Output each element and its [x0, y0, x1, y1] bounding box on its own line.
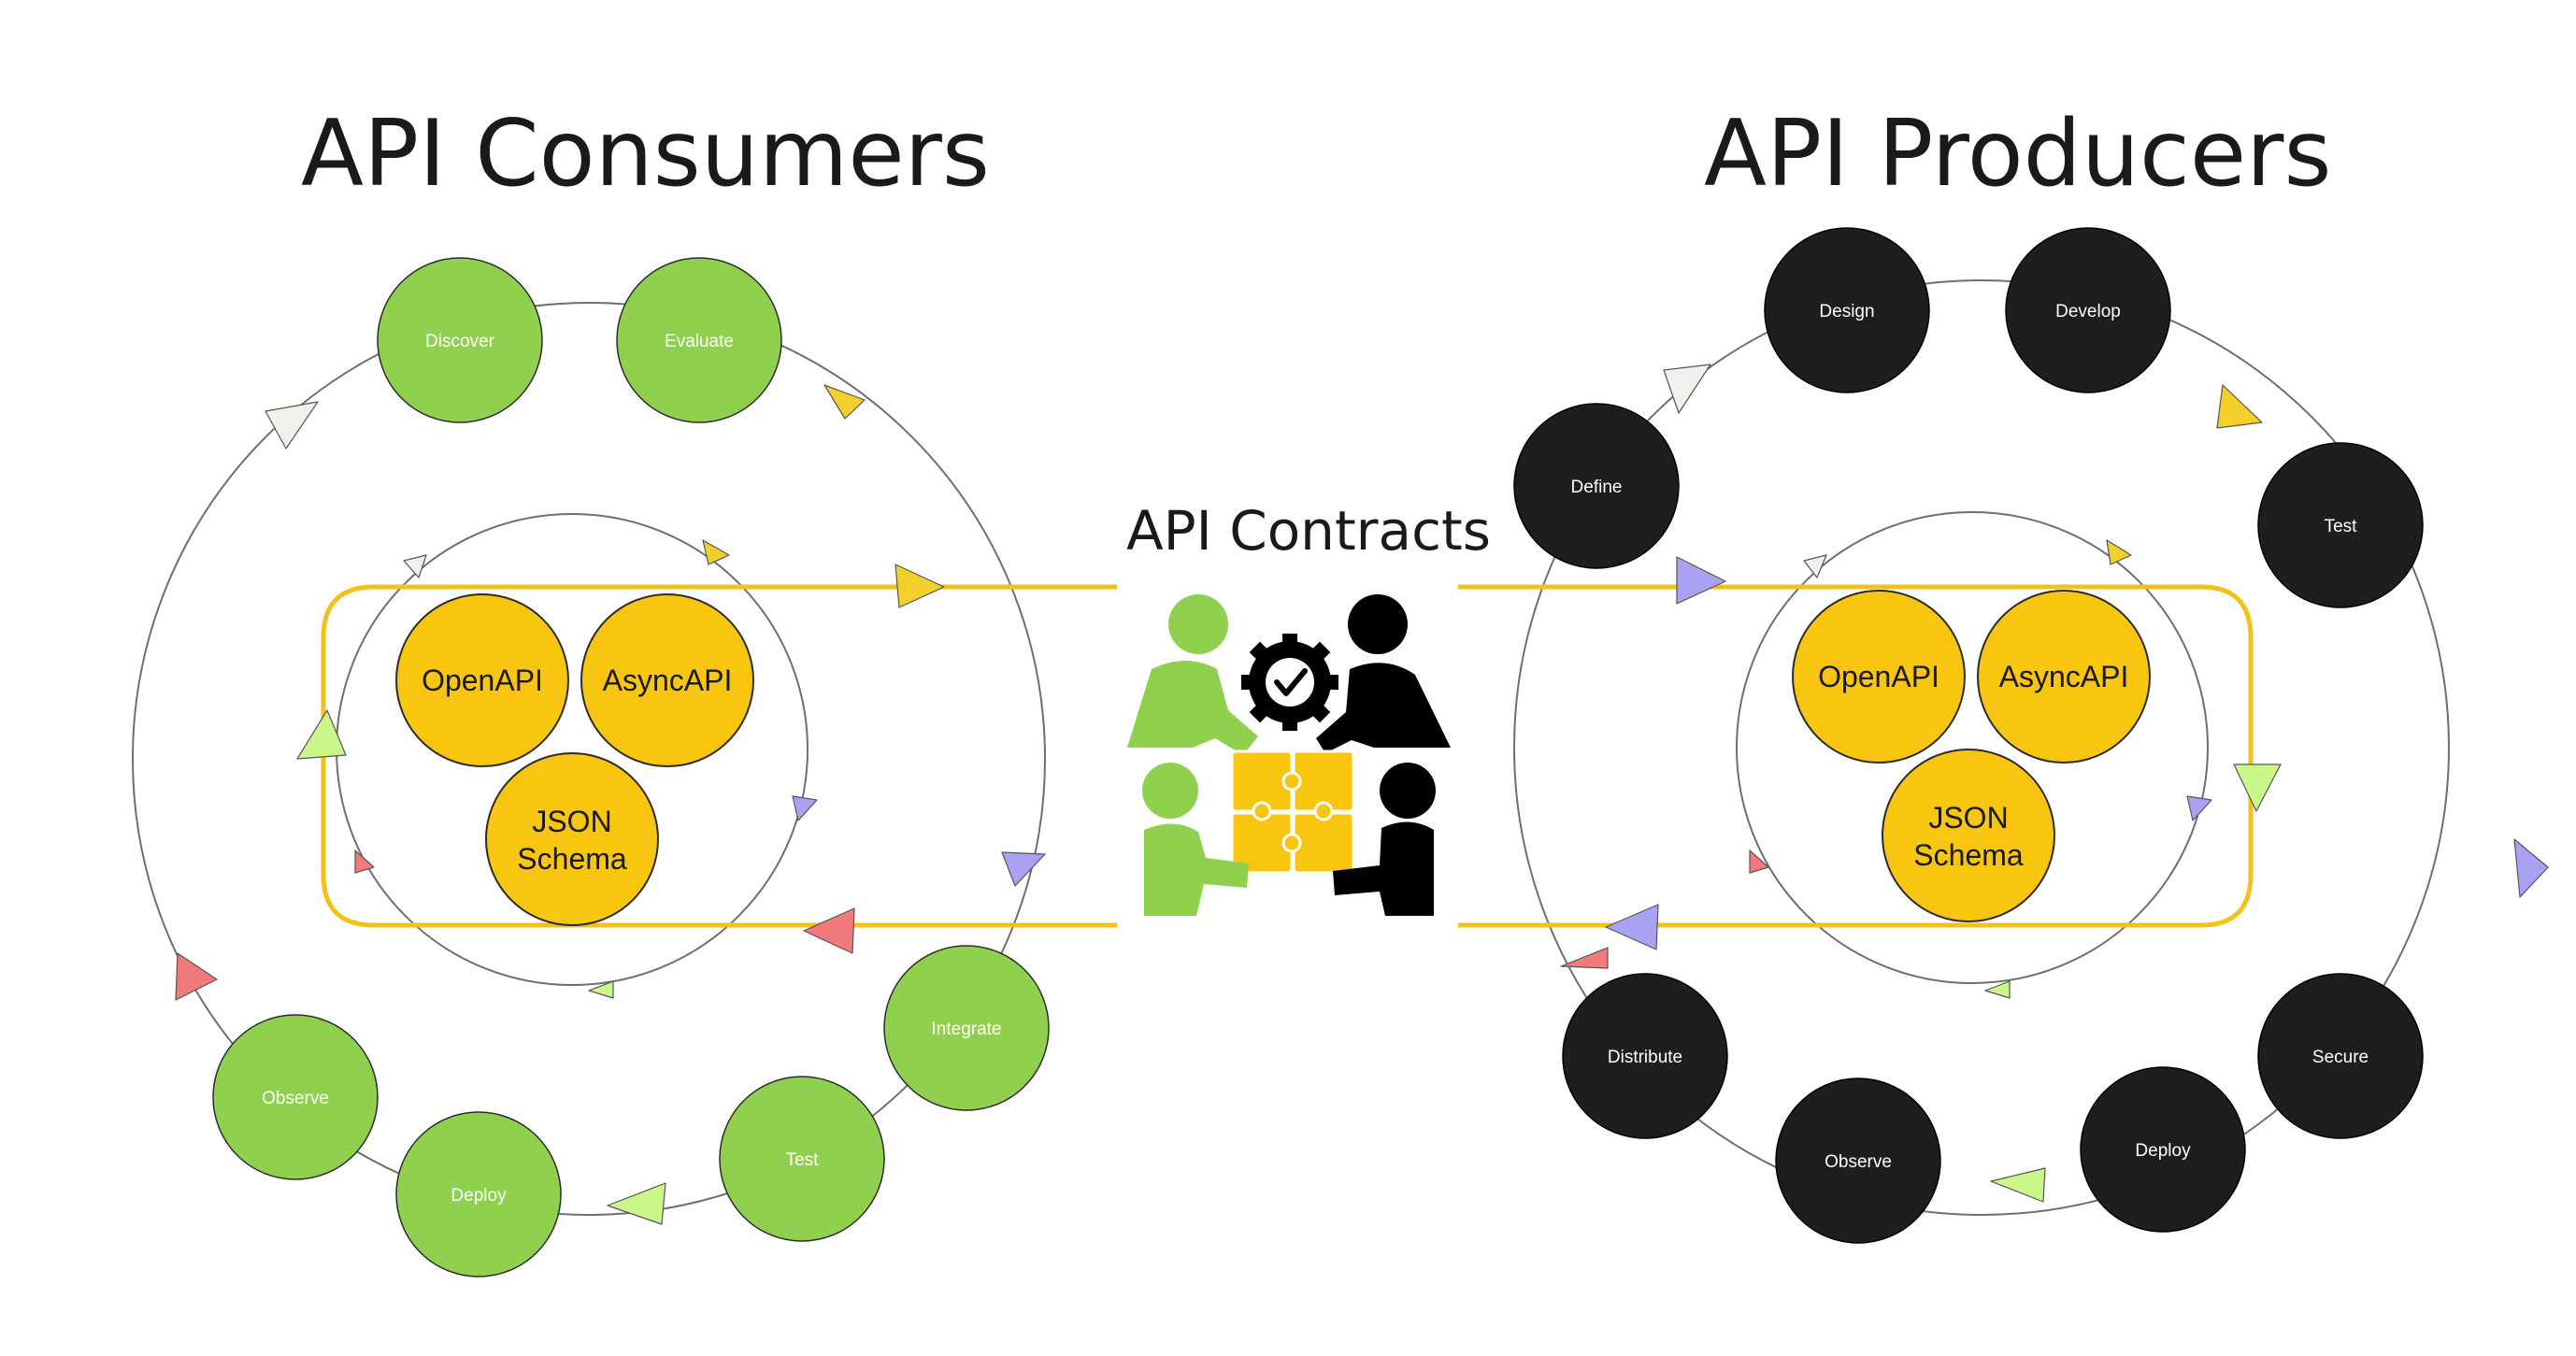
arrow-discover-evaluate — [823, 384, 866, 420]
step-test: Test — [719, 1076, 885, 1242]
step-producer-deploy: Deploy — [2080, 1066, 2246, 1233]
consumers-outer-ring — [132, 302, 1046, 1216]
arrow-inner-mid — [296, 709, 347, 760]
producer-spec-openapi: OpenAPI — [1792, 590, 1966, 764]
arrow-inner-left — [354, 849, 375, 874]
svg-text:Integrate: Integrate — [932, 1020, 1002, 1039]
svg-text:Schema: Schema — [517, 842, 627, 876]
svg-text:JSON: JSON — [532, 805, 611, 838]
arrow-inner-top — [702, 539, 730, 565]
svg-text:Observe: Observe — [1825, 1152, 1892, 1172]
svg-text:AsyncAPI: AsyncAPI — [603, 664, 733, 697]
person-black-bottom-icon — [1333, 763, 1436, 916]
arrow-test-deploy — [607, 1182, 666, 1225]
consumer-steps: Discover Evaluate Integrate Test Deploy … — [212, 257, 1050, 1277]
gear-check-icon — [1241, 634, 1338, 731]
producers-inner-ring — [1736, 511, 2209, 984]
arrow-p-band-right — [1676, 556, 1726, 605]
svg-text:Define: Define — [1571, 478, 1623, 497]
svg-text:Evaluate: Evaluate — [665, 332, 734, 351]
step-producer-test: Test — [2257, 442, 2424, 608]
step-secure: Secure — [2257, 973, 2424, 1139]
arrow-p-inner-lefttop — [1803, 554, 1827, 578]
step-deploy: Deploy — [395, 1111, 562, 1277]
svg-text:AsyncAPI: AsyncAPI — [1999, 660, 2129, 693]
svg-text:Deploy: Deploy — [451, 1186, 507, 1206]
step-observe: Observe — [212, 1014, 379, 1180]
step-producer-observe: Observe — [1775, 1078, 1941, 1244]
svg-text:OpenAPI: OpenAPI — [1818, 660, 1939, 693]
arrow-outer-right — [2513, 838, 2549, 898]
svg-text:OpenAPI: OpenAPI — [422, 664, 543, 697]
arrow-distribute-define — [1560, 947, 1609, 969]
step-evaluate: Evaluate — [616, 257, 782, 423]
arrow-band-right — [894, 564, 945, 608]
step-distribute: Distribute — [1562, 973, 1728, 1139]
svg-text:Develop: Develop — [2055, 302, 2121, 321]
arrow-design-define — [1663, 364, 1711, 414]
arrow-p-band-left — [1605, 904, 1659, 950]
arrow-p-inner-top — [2106, 539, 2132, 565]
producer-specs: OpenAPI AsyncAPI JSON Schema — [1792, 590, 2151, 922]
person-green-bottom-icon — [1142, 763, 1249, 916]
producer-spec-asyncapi: AsyncAPI — [1977, 590, 2151, 764]
consumers-title: API Consumers — [301, 101, 990, 207]
producer-spec-json-schema: JSON Schema — [1882, 749, 2055, 922]
spec-asyncapi: AsyncAPI — [580, 593, 754, 767]
arrow-test-secure — [2233, 764, 2282, 812]
arrow-band-left — [803, 907, 855, 954]
step-discover: Discover — [377, 257, 543, 423]
producer-steps: Define Design Develop Test Secure Deploy… — [1513, 227, 2424, 1244]
step-integrate: Integrate — [883, 945, 1050, 1111]
arrow-evaluate-integrate — [1001, 851, 1046, 887]
flow-arrows — [175, 364, 2549, 1225]
producers-outer-ring — [1513, 279, 2450, 1216]
arrow-cycle-discover — [265, 401, 319, 450]
step-develop: Develop — [2005, 227, 2171, 393]
svg-text:Secure: Secure — [2312, 1048, 2368, 1067]
svg-text:JSON: JSON — [1928, 801, 2008, 835]
spec-openapi: OpenAPI — [395, 593, 569, 767]
arrow-p-inner-right — [2186, 795, 2212, 821]
step-define: Define — [1513, 403, 1680, 569]
arrow-inner-right — [792, 795, 818, 821]
svg-text:Discover: Discover — [425, 332, 495, 351]
arrow-inner-bottom — [588, 980, 614, 999]
svg-text:Schema: Schema — [1913, 838, 2024, 872]
contracts-title: API Contracts — [1126, 499, 1491, 563]
team-collaboration-icon — [1127, 594, 1451, 916]
consumer-specs: OpenAPI AsyncAPI JSON Schema — [395, 593, 754, 926]
person-black-top-icon — [1316, 594, 1451, 753]
svg-text:Deploy: Deploy — [2135, 1141, 2191, 1161]
producers-title: API Producers — [1704, 101, 2332, 207]
arrow-develop-test — [2216, 384, 2263, 429]
spec-json-schema: JSON Schema — [485, 752, 659, 926]
arrow-observe-discover — [175, 952, 218, 1001]
svg-text:Observe: Observe — [262, 1089, 329, 1108]
svg-text:Test: Test — [786, 1150, 820, 1170]
svg-text:Distribute: Distribute — [1608, 1048, 1682, 1067]
arrow-deploy-observe — [1990, 1167, 2046, 1203]
arrow-p-inner-bottom — [1984, 980, 2011, 999]
person-green-top-icon — [1127, 594, 1258, 755]
arrow-p-inner-left — [1749, 849, 1769, 874]
svg-text:Design: Design — [1819, 302, 1874, 321]
puzzle-icon — [1230, 749, 1355, 875]
arrow-inner-lefttop — [403, 554, 427, 578]
step-design: Design — [1764, 227, 1930, 393]
svg-text:Test: Test — [2325, 517, 2358, 536]
orbit-rings — [132, 279, 2450, 1216]
